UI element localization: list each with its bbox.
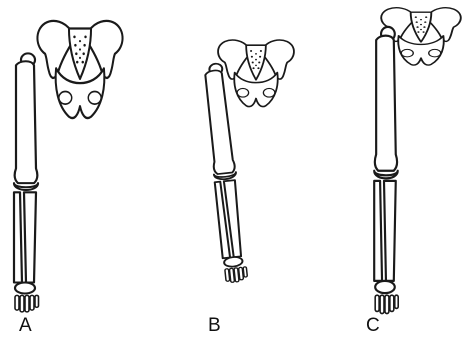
panel-b-pelvis [218,40,294,107]
panel-c-figure [374,8,461,314]
panel-label-a: A [19,316,32,335]
panel-label-c: C [366,316,380,335]
panel-a-figure [14,21,123,312]
panel-a-leg [14,53,39,312]
panel-b-figure [202,40,293,283]
panel-a-pelvis [37,21,122,118]
panel-label-b: B [208,316,221,335]
panel-c-leg [374,27,398,314]
